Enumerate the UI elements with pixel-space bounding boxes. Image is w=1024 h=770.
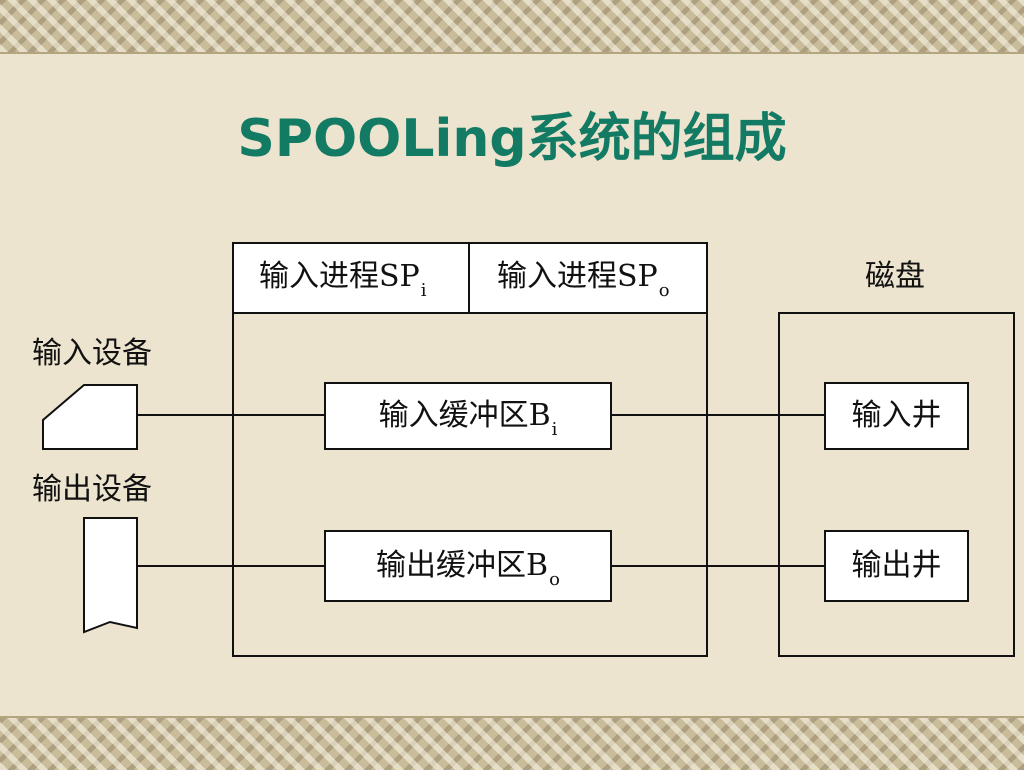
input-process-subscript: i xyxy=(420,280,427,301)
output-process-subscript: o xyxy=(658,280,670,301)
input-process-text: 输入进程SP xyxy=(259,259,420,294)
output-buffer-label: 输出缓冲区Bo xyxy=(325,548,611,598)
slide-title: SPOOLing系统的组成 xyxy=(237,109,787,169)
output-process-label: 输入进程SPo xyxy=(497,259,670,309)
input-process-box xyxy=(232,242,470,314)
output-process-box xyxy=(468,242,708,314)
disk-label: 磁盘 xyxy=(865,259,925,294)
decorative-top-band xyxy=(0,0,1024,54)
input-buffer-label: 输入缓冲区Bi xyxy=(325,398,611,448)
input-well-box xyxy=(824,382,969,450)
input-well-label: 输入井 xyxy=(851,398,942,433)
input-process-label: 输入进程SPi xyxy=(259,259,427,309)
output-well-label: 输出井 xyxy=(851,548,942,583)
output-well-box xyxy=(824,530,969,602)
disk-frame xyxy=(778,312,1015,657)
output-buffer-text: 输出缓冲区B xyxy=(376,548,549,583)
output-process-text: 输入进程SP xyxy=(497,259,658,294)
output-buffer-subscript: o xyxy=(549,569,560,590)
input-buffer-subscript: i xyxy=(551,419,558,440)
input-buffer-text: 输入缓冲区B xyxy=(378,398,551,433)
decorative-bottom-band xyxy=(0,716,1024,770)
input-device-icon xyxy=(42,384,138,450)
output-device-label: 输出设备 xyxy=(32,472,152,507)
output-device-icon xyxy=(83,517,138,634)
input-device-label: 输入设备 xyxy=(32,336,152,371)
